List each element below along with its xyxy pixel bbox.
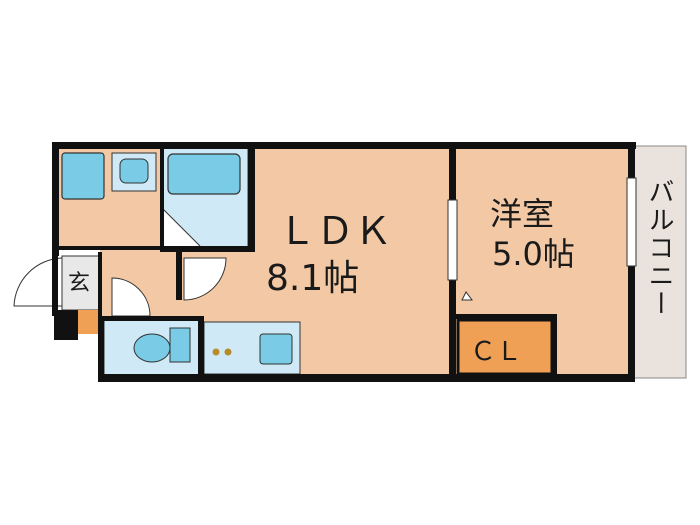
balcony-area <box>631 145 687 379</box>
ldk-name-label: ＬＤＫ <box>278 209 392 253</box>
ldk-size-label: 8.1帖 <box>266 258 359 299</box>
stove-burner-right <box>224 348 232 356</box>
ldk-door <box>183 257 227 301</box>
toilet-door <box>111 277 151 317</box>
western-room-size-label: 5.0帖 <box>492 235 575 273</box>
washing-machine-fixture <box>119 158 149 184</box>
entrance-door <box>13 257 63 307</box>
washbasin-fixture <box>61 152 105 200</box>
ldk-window <box>447 199 458 281</box>
entrance-label: 玄 <box>68 271 90 296</box>
closet-door <box>461 291 473 301</box>
bathtub-fixture <box>167 153 241 195</box>
balcony-window <box>626 177 637 267</box>
western-room-name-label: 洋室 <box>490 195 554 233</box>
stove-burner-left <box>212 348 220 356</box>
closet-label: ＣＬ <box>470 337 522 367</box>
shoe-box <box>78 310 100 334</box>
toilet-tank <box>169 327 191 363</box>
sink-fixture <box>259 333 293 365</box>
toilet-bowl <box>133 333 171 363</box>
balcony-label: バルコニー <box>644 178 674 318</box>
